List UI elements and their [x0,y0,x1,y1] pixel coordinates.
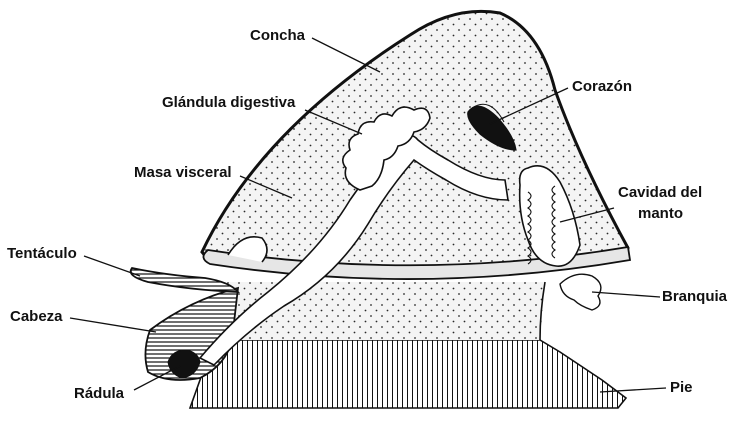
radula-shape [167,349,201,379]
foot-shape [188,339,628,409]
leader-concha [311,37,381,73]
label-cabeza: Cabeza [10,308,63,325]
leader-tentaculo [83,255,141,277]
tentacle-shape [129,267,240,293]
leader-cavidad [559,207,615,223]
leader-radula [133,365,181,391]
heart-shape [467,105,517,151]
label-branquia: Branquia [662,288,728,305]
label-cavidad-del-manto-1: Cavidad del [618,184,702,201]
leader-glandula [304,109,363,135]
leader-cabeza [69,317,157,333]
leader-corazon [489,87,569,125]
label-cavidad-del-manto-2: manto [638,205,683,222]
digestive-gland [342,106,431,191]
label-masa-visceral: Masa visceral [134,164,232,181]
label-concha: Concha [250,27,306,44]
label-pie: Pie [670,379,693,396]
label-tentaculo: Tentáculo [7,245,77,262]
label-radula: Rádula [74,385,125,402]
gill-external [559,273,602,311]
leader-masa [239,175,293,199]
leader-pie [599,387,667,393]
intestine [198,134,509,366]
label-corazon: Corazón [572,78,632,95]
mantle-loop [227,236,268,263]
label-glandula-digestiva: Glándula digestiva [162,94,296,111]
leader-branquia [591,291,661,298]
